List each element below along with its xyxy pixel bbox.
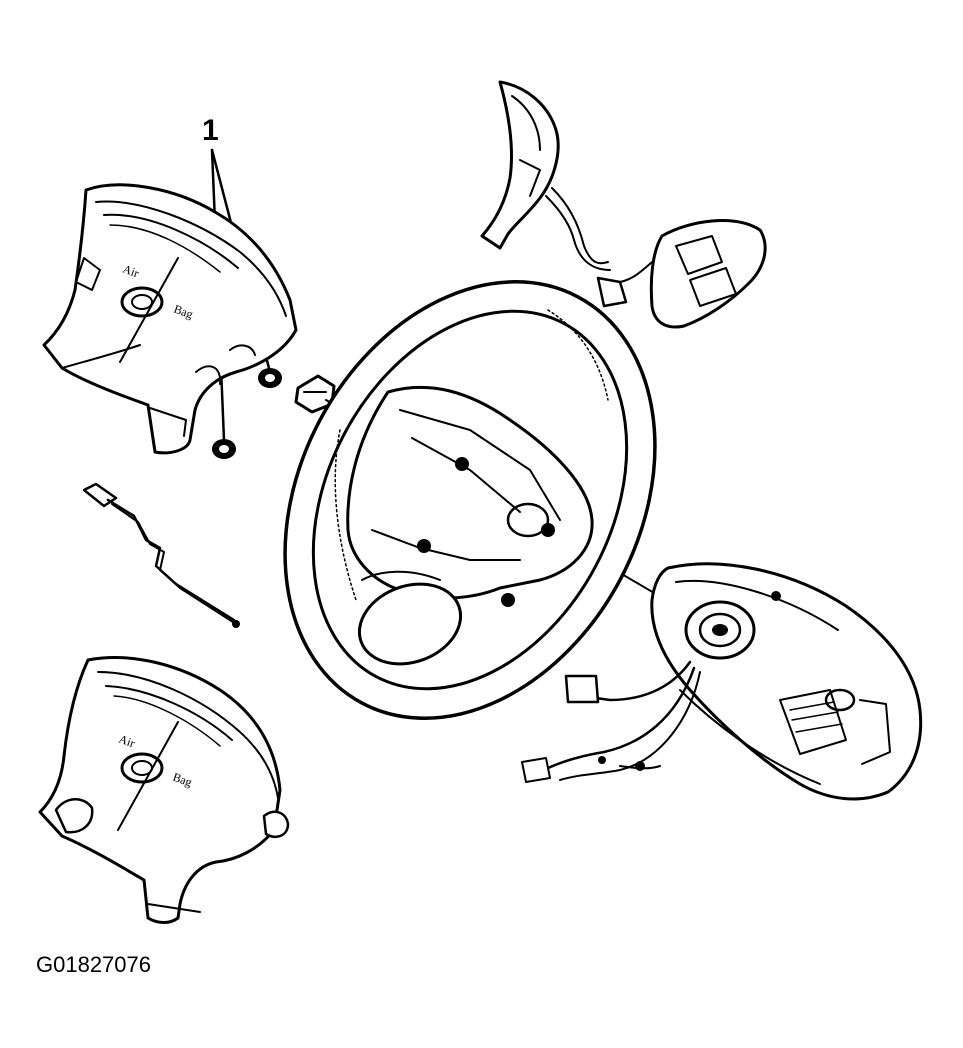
horn-lead-wire [82,482,240,628]
steering-wheel [283,280,657,720]
callout-label: 1 [202,114,219,147]
cover-text-bag-front: Bag [171,770,194,790]
cover-text-air: Air [121,262,141,281]
clock-spring-column [521,562,923,801]
cover-text-air-front: Air [117,732,137,751]
figure-id: G01827076 [36,952,151,977]
airbag-module-front: Air Bag [38,656,290,924]
cover-text-bag: Bag [172,302,195,322]
module-retaining-nut-lower [212,439,236,459]
airbag-module-rear: Air Bag [42,183,298,455]
spoke-switch-assembly [480,80,767,329]
module-retaining-nut-upper [258,368,282,388]
